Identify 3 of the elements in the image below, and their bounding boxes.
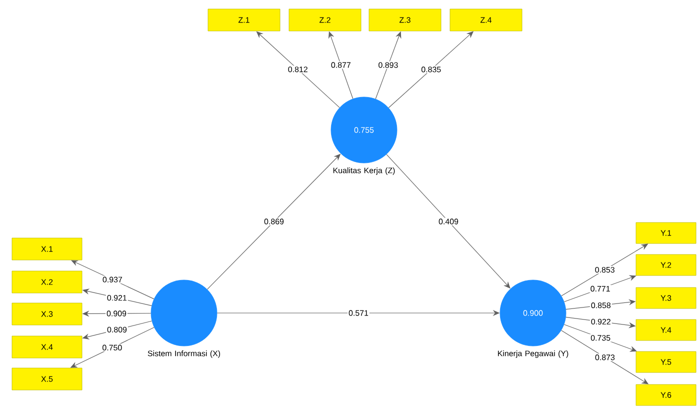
arrow [564, 324, 637, 352]
arrow [256, 31, 340, 108]
construct-circle [150, 280, 218, 346]
